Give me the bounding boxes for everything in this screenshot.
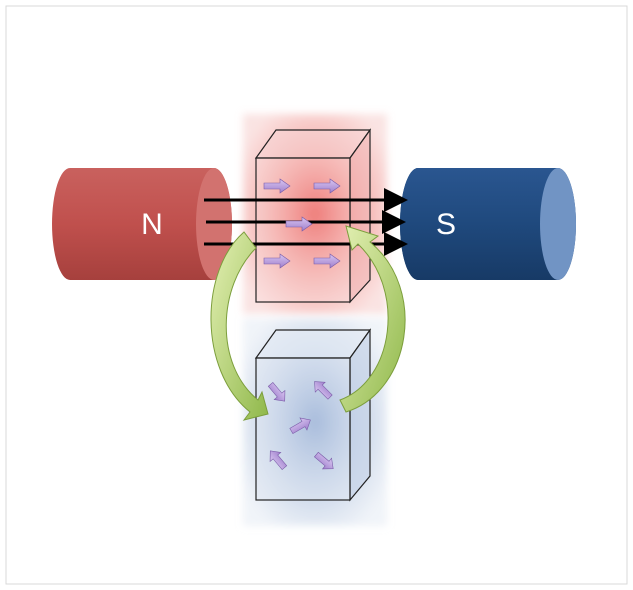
moment-arrow (285, 216, 313, 232)
random-moments (267, 381, 334, 471)
south-magnet: S (400, 168, 576, 280)
demagnetize-arrow (210, 231, 269, 421)
magnetize-arrow (339, 225, 406, 413)
cycle-arrows (210, 225, 406, 421)
moment-arrow (313, 178, 341, 194)
moment-arrow (289, 417, 311, 435)
magnetized-block (254, 128, 372, 304)
moment-arrow (313, 253, 341, 269)
north-pole-label: N (141, 208, 163, 241)
moment-arrow (263, 178, 291, 194)
demagnetized-block (254, 328, 372, 502)
moment-arrow (269, 450, 288, 471)
north-magnet: N (52, 168, 232, 280)
moment-arrow (267, 381, 286, 402)
moment-arrow (263, 253, 291, 269)
aligned-moments (263, 178, 341, 269)
moment-arrow (314, 381, 333, 400)
south-pole-label: S (436, 208, 456, 241)
moment-arrow (313, 451, 334, 470)
